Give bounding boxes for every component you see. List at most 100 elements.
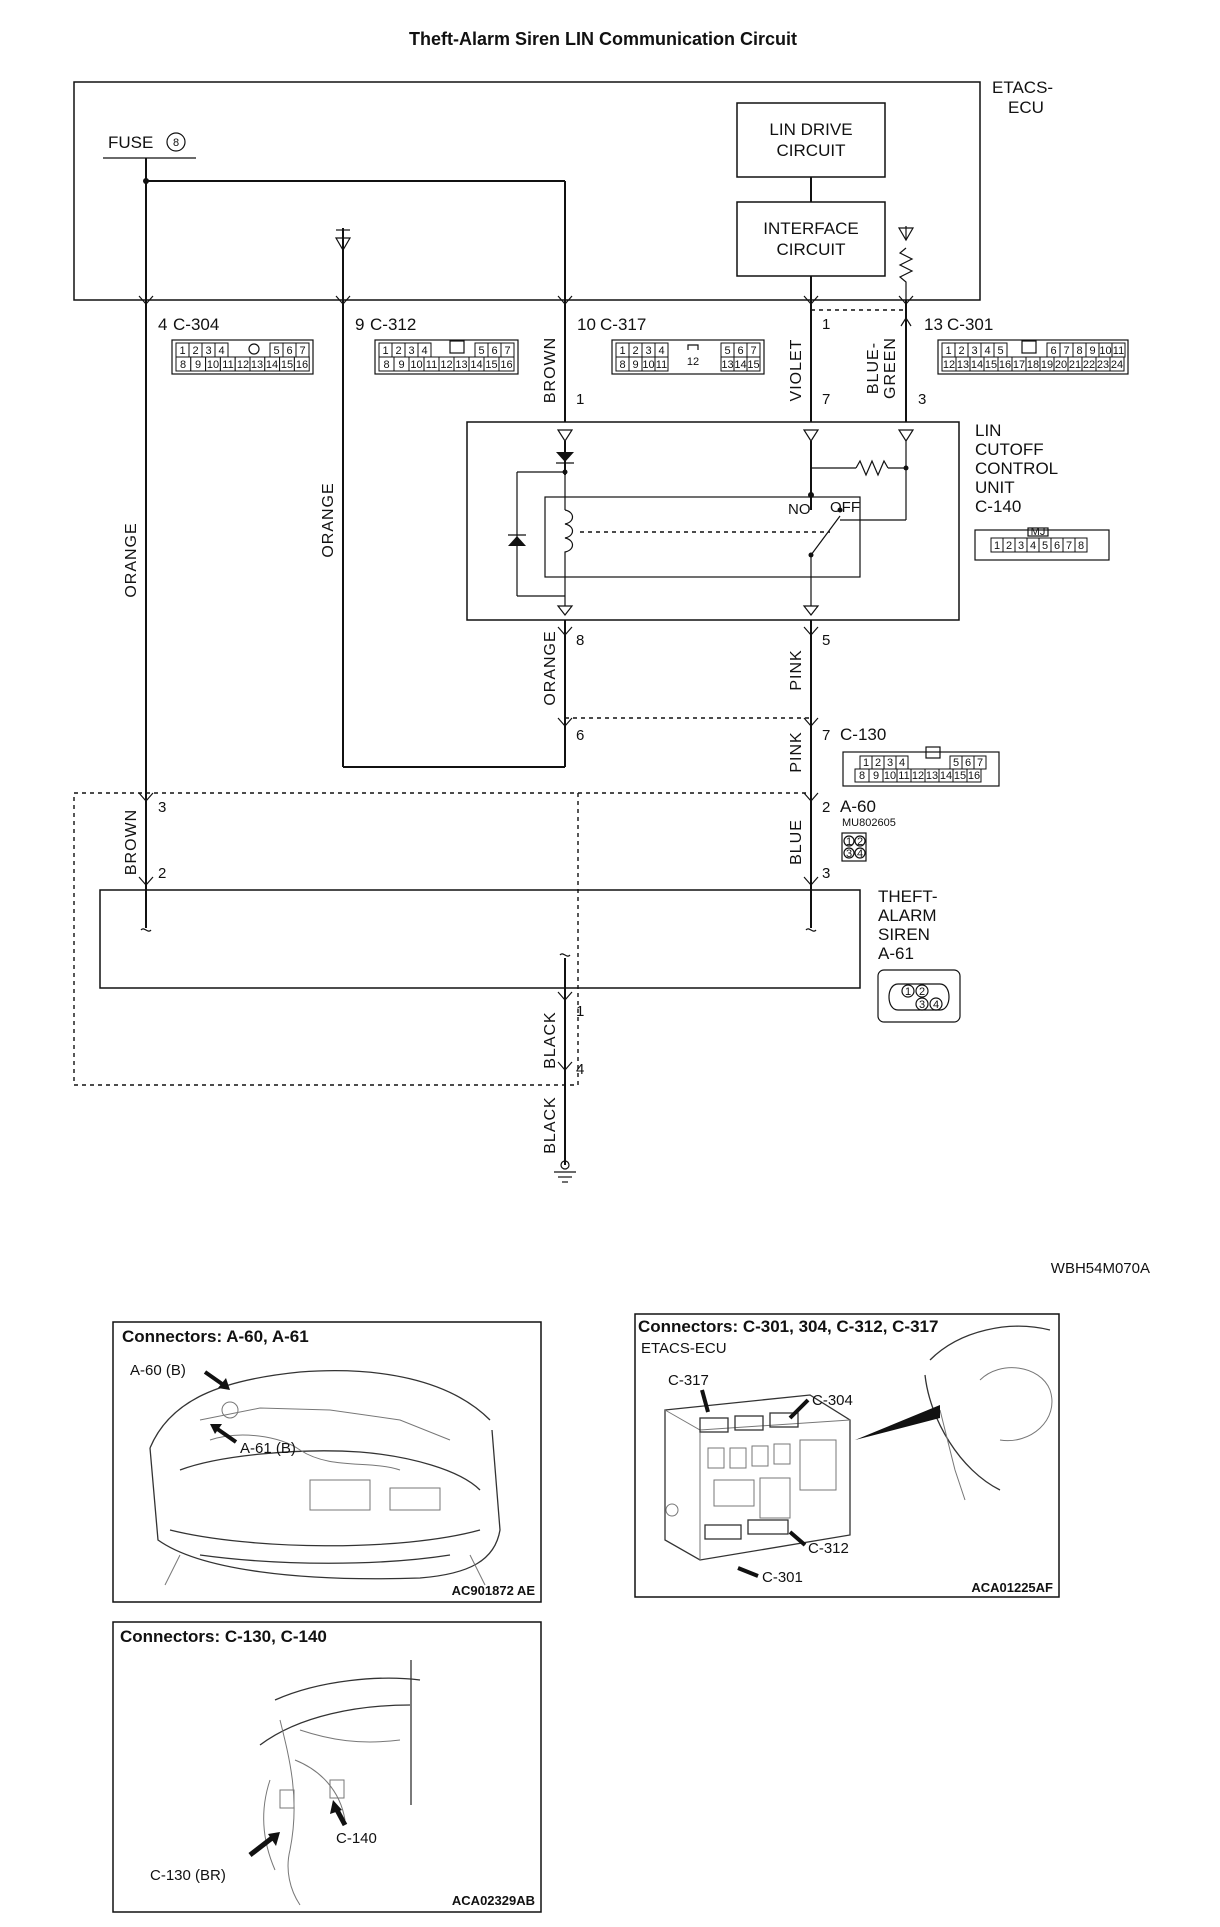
c301-cell: 21 [1067, 356, 1083, 372]
a60-cell: 1 [843, 835, 855, 848]
c140-no-label: NO [788, 501, 811, 518]
lin-drive-circuit-box [736, 102, 886, 178]
panel-b-c317: C-317 [668, 1372, 709, 1389]
blue-a61-mark [803, 876, 819, 886]
siren-label-1: THEFT- [878, 887, 938, 906]
c301-name: C-301 [947, 315, 993, 334]
c317-cell-label: 8 [619, 359, 625, 371]
c312-cell: 12 [438, 356, 455, 372]
black-ground-mark [557, 1061, 573, 1071]
c301-ecu-symbol [897, 227, 915, 242]
c317-cell-label: 5 [724, 345, 730, 357]
c304-cell-label: 16 [296, 359, 308, 371]
c312-outline [374, 339, 519, 375]
c317-cell: 7 [746, 342, 761, 358]
orange-c140-pin: 8 [576, 632, 584, 649]
c304-cell-label: 1 [179, 345, 185, 357]
c304-cell-label: 8 [180, 359, 186, 371]
dash-top [929, 1325, 1051, 1361]
panel-c-arrow-c140 [334, 1808, 348, 1827]
c140-off-label: OFF [830, 499, 860, 516]
engine-block [309, 1479, 371, 1511]
pink-c140-label: PINK [788, 649, 805, 690]
panel-c130-c140: Connectors: C-130, C-140 C-130 (BR) C-14… [112, 1621, 542, 1913]
c304-cell: 6 [282, 342, 297, 358]
c130-connector-sketch [279, 1789, 295, 1809]
c301-cell-label: 12 [943, 359, 955, 371]
c312-cell: 1 [378, 342, 393, 358]
c301-cell: 5 [993, 342, 1008, 358]
blue-a60-label: BLUE [788, 819, 805, 865]
c130-cell: 15 [952, 768, 968, 783]
c304-cell: 5 [269, 342, 284, 358]
c304-cell: 8 [175, 356, 192, 372]
blue-a60-pin: 2 [822, 799, 830, 816]
c312-cell: 13 [453, 356, 470, 372]
orange-c130-mark [557, 717, 573, 727]
a61-cell: 2 [915, 984, 929, 998]
engine-bay-illustration [149, 1370, 501, 1586]
etacs-label-1: ETACS- [992, 78, 1053, 97]
c317-name: C-317 [600, 315, 646, 334]
c312-row1: 1 2 3 4 5 6 7 [378, 340, 515, 358]
c130-cell: 16 [966, 768, 982, 783]
panel-b-frame [634, 1313, 1060, 1598]
c301-cell-label: 16 [999, 359, 1011, 371]
ecu-relay-1 [713, 1479, 755, 1507]
c304-cell-label: 11 [222, 359, 233, 371]
c312-cell: 2 [391, 342, 406, 358]
a61-connector: 1 2 3 4 [877, 969, 961, 1023]
panel-b-subtitle: ETACS-ECU [641, 1340, 727, 1357]
bluegreen-c140-pin: 3 [918, 391, 926, 408]
c301-cell: 18 [1025, 356, 1041, 372]
c312-cell-label: 3 [408, 345, 414, 357]
c140-cell: 4 [1026, 537, 1040, 553]
c317-cell: 3 [641, 342, 656, 358]
engine-pipe-2 [209, 1434, 401, 1471]
c140-cell-label: 4 [1030, 540, 1036, 552]
c312-cell-label: 11 [426, 359, 437, 371]
siren-label-2: ALARM [878, 906, 937, 925]
harness-branch-2 [263, 1779, 276, 1871]
c140-cell: 3 [1014, 537, 1028, 553]
ecu-fuse-4 [773, 1443, 791, 1465]
pink-c130-label: PINK [788, 731, 805, 772]
a60-cell: 2 [854, 835, 866, 848]
ecu-fuse-1 [707, 1447, 725, 1469]
c140-off-contact [837, 507, 843, 513]
bumper-upper [169, 1529, 481, 1547]
a61-shell [888, 983, 950, 1011]
c312-cell-label: 15 [485, 359, 497, 371]
harness-branch-1 [294, 1759, 346, 1821]
c317-cell: 4 [654, 342, 669, 358]
c301-cell: 14 [969, 356, 985, 372]
c304-connector: 1 2 3 4 5 6 7 8 9 10 11 12 13 14 15 16 [171, 339, 314, 375]
bluegreen-label-2: GREEN [882, 337, 899, 399]
c312-cell-label: 12 [440, 359, 452, 371]
c312-cell: 10 [408, 356, 425, 372]
c130-cell: 3 [883, 755, 897, 770]
c317-cell: 2 [628, 342, 643, 358]
under-dash-panel [259, 1704, 411, 1746]
dash-underside-illustration [259, 1660, 421, 1906]
c140-coil [564, 509, 574, 596]
a60-cell: 4 [854, 847, 866, 860]
a60-cell: 3 [843, 847, 855, 860]
pink-c130-mark [803, 717, 819, 727]
c317-cell-label: 9 [632, 359, 638, 371]
orange-c304-label: ORANGE [123, 522, 140, 597]
c301-pin: 13 [924, 315, 943, 334]
a61-cell-label: 1 [905, 986, 911, 998]
c130-cell: 9 [868, 768, 884, 783]
c312-cell-label: 4 [421, 345, 427, 357]
c312-row2: 8 9 10 11 12 13 14 15 16 [378, 356, 515, 372]
ground-point [560, 1160, 570, 1170]
c130-cell: 12 [910, 768, 926, 783]
interface-circuit-box [736, 201, 886, 277]
c317-row2: 8 9 10 11 12 13 14 15 [615, 356, 761, 372]
c301-connector: 1 2 3 4 5 6 7 8 9 10 11 12 13 14 15 16 1… [937, 339, 1129, 375]
ecu-fuse-2 [729, 1447, 747, 1469]
brown-a61-mark [138, 876, 154, 886]
c312-cell: 16 [498, 356, 515, 372]
c130-cell: 14 [938, 768, 954, 783]
